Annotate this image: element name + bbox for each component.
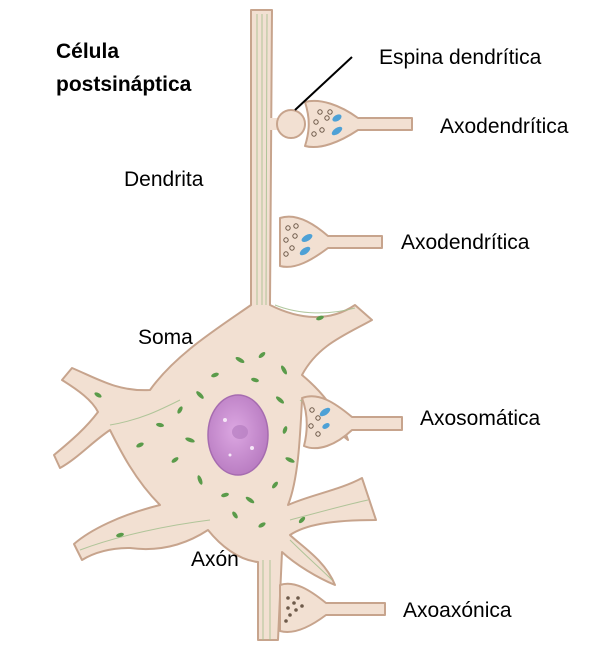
nucleus (208, 395, 268, 475)
label-dendritic-spine: Espina dendrítica (379, 46, 541, 70)
title-line-2: postsináptica (56, 69, 191, 102)
title-line-1: Célula (56, 36, 191, 69)
label-axoaxonic: Axoaxónica (403, 599, 512, 623)
label-axon: Axón (191, 548, 239, 572)
label-axodendritic-2: Axodendrítica (401, 231, 529, 255)
label-dendrite: Dendrita (124, 168, 203, 192)
label-soma: Soma (138, 326, 193, 350)
axoaxonic-terminal (280, 584, 385, 632)
axodendritic-terminal-2 (280, 217, 382, 267)
label-axosomatic: Axosomática (420, 407, 540, 431)
dendritic-spine (270, 110, 305, 138)
postsynaptic-cell-title: Célula postsináptica (56, 36, 191, 101)
label-axodendritic-1: Axodendrítica (440, 115, 568, 139)
axodendritic-terminal-1 (305, 101, 412, 147)
axosomatic-terminal (302, 396, 402, 448)
